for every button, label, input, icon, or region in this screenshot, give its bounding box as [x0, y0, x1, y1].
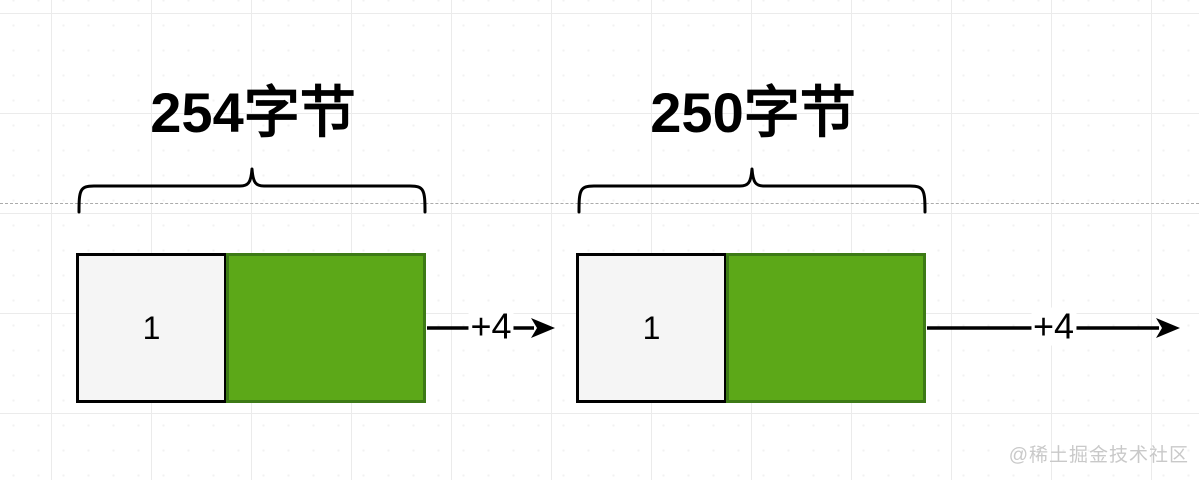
- horizontal-dashed-guide: [0, 203, 1199, 204]
- memory-cell-header-right: 1: [576, 253, 727, 403]
- memory-cell-data-right: [726, 253, 926, 403]
- memory-block-right: 1: [576, 253, 926, 403]
- watermark: @稀土掘金技术社区: [1008, 445, 1189, 466]
- curly-brace-left-icon: [77, 167, 427, 214]
- cell-value-label: 1: [642, 309, 661, 346]
- arrow-left-label: +4: [468, 305, 514, 347]
- arrow-right-label: +4: [1030, 305, 1077, 347]
- curly-brace-right-icon: [577, 167, 927, 214]
- memory-cell-data-left: [226, 253, 426, 403]
- arrow-left: +4: [427, 305, 555, 348]
- memory-block-left: 1: [76, 253, 426, 403]
- cell-value-label: 1: [142, 309, 161, 346]
- memory-cell-header-left: 1: [76, 253, 227, 403]
- size-label-right: 250字节: [650, 81, 856, 144]
- size-label-left: 254字节: [150, 81, 356, 144]
- arrow-right: +4: [927, 305, 1180, 348]
